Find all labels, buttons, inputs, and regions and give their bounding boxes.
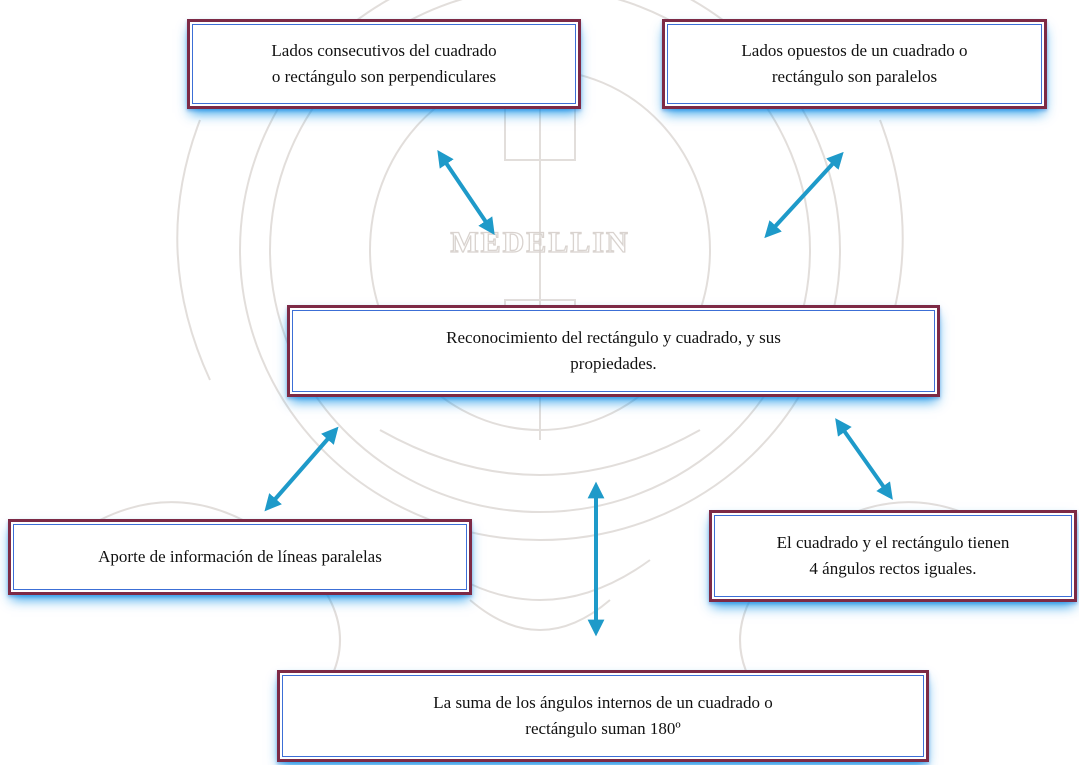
node-center-line1: Reconocimiento del rectángulo y cuadrado… <box>446 327 781 347</box>
node-top-left-line2: o rectángulo son perpendiculares <box>271 67 497 86</box>
arrow-top-right-to-center <box>764 151 844 239</box>
node-bottom-line2: rectángulo suman 180º <box>525 719 681 738</box>
arrow-left-to-center <box>264 426 339 512</box>
node-bottom-line1: La suma de los ángulos internos de un cu… <box>433 692 773 712</box>
node-bottom: La suma de los ángulos internos de un cu… <box>277 670 929 762</box>
node-center-line2: propiedades. <box>570 354 657 373</box>
node-top-left-line1: Lados consecutivos del cuadrado <box>271 40 497 60</box>
node-top-right-line2: rectángulo son paralelos <box>771 67 938 86</box>
node-right: El cuadrado y el rectángulo tienen 4 áng… <box>709 510 1077 602</box>
node-left: Aporte de información de líneas paralela… <box>8 519 472 595</box>
node-top-right-line1: Lados opuestos de un cuadrado o <box>741 40 968 60</box>
node-right-line2: 4 ángulos rectos iguales. <box>809 559 977 578</box>
arrow-right-to-center <box>835 418 893 500</box>
node-top-left: Lados consecutivos del cuadrado o rectán… <box>187 19 581 109</box>
node-top-right: Lados opuestos de un cuadrado o rectángu… <box>662 19 1047 109</box>
node-left-line1: Aporte de información de líneas paralela… <box>98 546 382 566</box>
node-right-line1: El cuadrado y el rectángulo tienen <box>776 532 1010 552</box>
node-center: Reconocimiento del rectángulo y cuadrado… <box>287 305 940 397</box>
arrow-top-left-to-center <box>437 150 495 235</box>
